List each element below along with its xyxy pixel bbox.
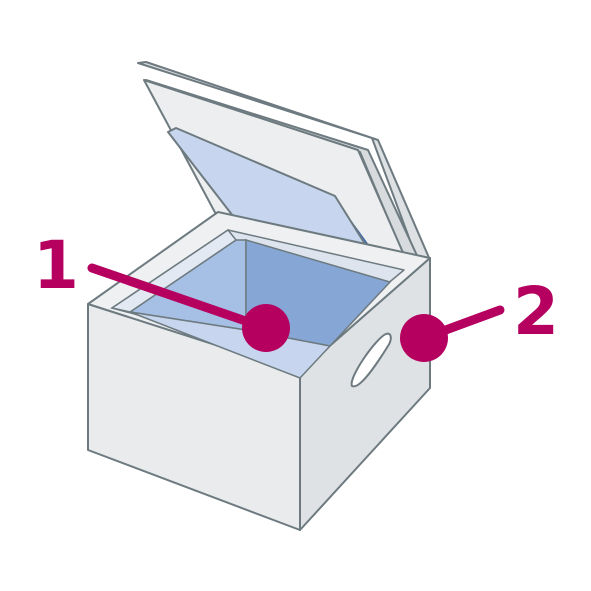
callout-2: 2 <box>400 273 559 362</box>
callout-1-marker <box>242 304 290 352</box>
callout-1: 1 <box>33 227 290 352</box>
interior-floor <box>129 311 332 379</box>
interior-liner <box>110 228 392 379</box>
callout-1-label: 1 <box>33 227 79 304</box>
callout-2-label: 2 <box>513 273 559 350</box>
interior-left-wall <box>110 228 238 313</box>
callout-2-marker <box>400 314 448 362</box>
callout-1-leader-line <box>87 263 271 333</box>
handle-slot <box>350 332 392 388</box>
